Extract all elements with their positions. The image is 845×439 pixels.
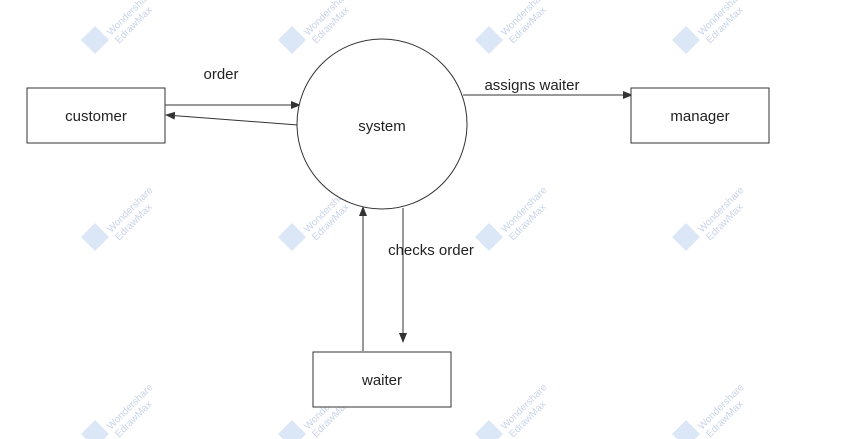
system-process-label: system (358, 118, 406, 135)
order-flow-label: order (203, 66, 238, 83)
edrawmax-logo-icon (672, 223, 700, 251)
edrawmax-logo-icon (278, 420, 306, 439)
waiter-entity-box (312, 351, 452, 408)
edrawmax-logo-icon (278, 26, 306, 54)
edrawmax-logo-icon (475, 26, 503, 54)
edrawmax-logo-icon (81, 223, 109, 251)
edrawmax-logo-icon (475, 223, 503, 251)
assigns-waiter-label: assigns waiter (484, 77, 579, 94)
edrawmax-logo-icon (278, 223, 306, 251)
system-to-customer-arrow (165, 111, 299, 126)
waiter-entity-label: waiter (361, 372, 402, 389)
edrawmax-logo-icon (475, 420, 503, 439)
edrawmax-logo-icon (672, 26, 700, 54)
manager-entity-label: manager (670, 108, 729, 125)
customer-entity-box (26, 87, 166, 144)
edrawmax-logo-icon (81, 420, 109, 439)
edrawmax-logo-icon (672, 420, 700, 439)
system-process-circle (296, 38, 468, 210)
manager-entity-box (630, 87, 770, 144)
customer-entity-label: customer (65, 108, 127, 125)
edrawmax-logo-icon (81, 26, 109, 54)
checks-order-label: checks order (388, 242, 474, 259)
